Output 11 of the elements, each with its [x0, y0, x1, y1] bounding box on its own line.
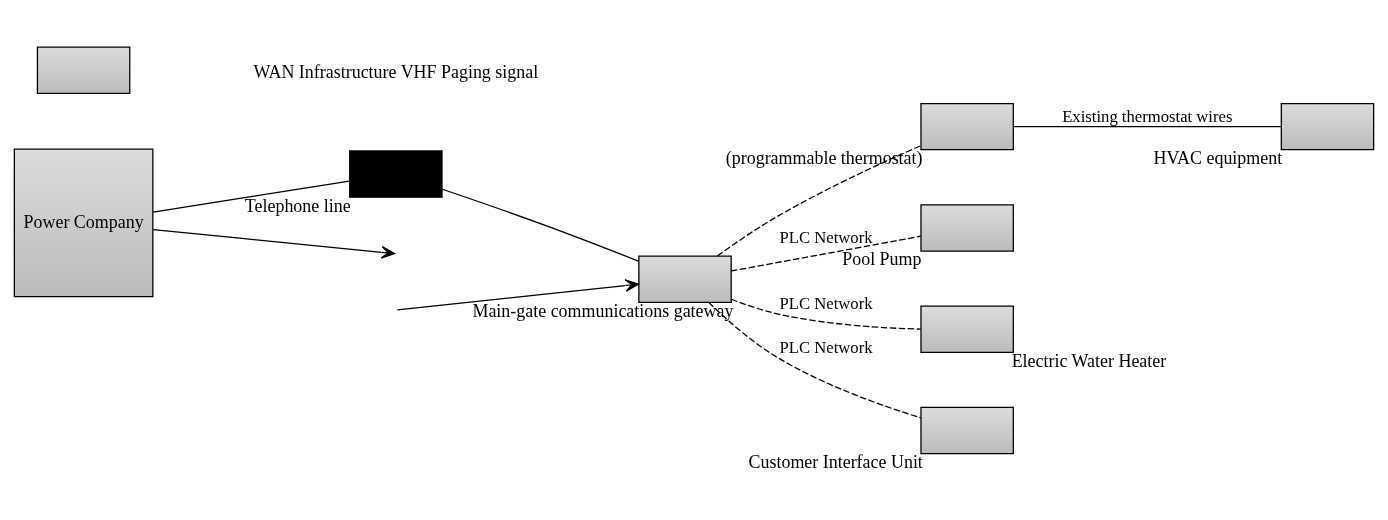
node-label: Telephone line [244, 195, 351, 216]
edge-label: PLC Network [779, 294, 873, 314]
node-label: HVAC equipment [1153, 148, 1283, 169]
edge-label: PLC Network [779, 337, 873, 357]
label: WAN Infrastructure VHF Paging signal [253, 61, 539, 82]
edge-label: PLC Network [779, 227, 873, 247]
node-label: Customer Interface Unit [748, 452, 923, 472]
node-label: Main-gate communications gateway [472, 300, 734, 321]
node-label: Pool Pump [842, 249, 922, 270]
node-label: Electric Water Heater [1011, 350, 1167, 371]
edge-label: Existing thermostat wires [1062, 107, 1233, 127]
